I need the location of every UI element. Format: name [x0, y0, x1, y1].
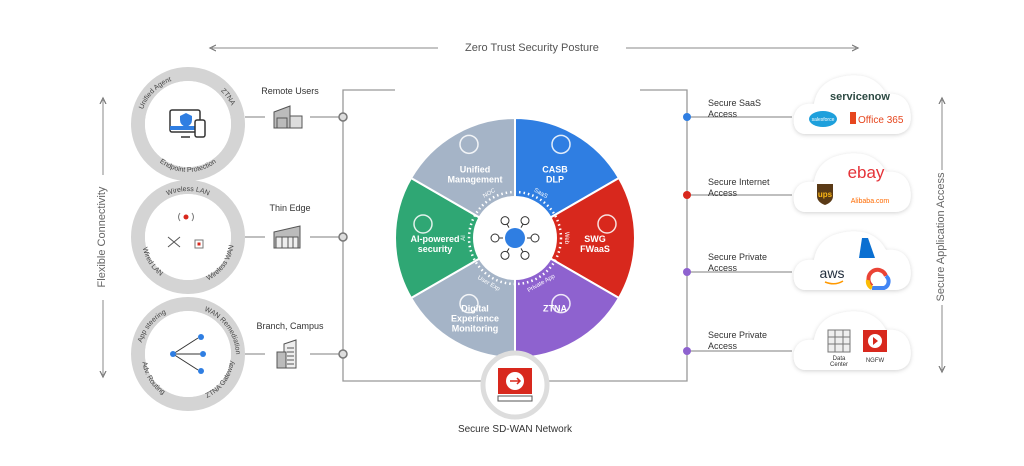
cloud-clipboard-icon	[459, 134, 479, 155]
cloud-hub-icon	[490, 216, 540, 260]
svg-text:NGFW: NGFW	[866, 358, 885, 364]
sdwan-appliance-icon	[497, 368, 533, 402]
gear-user-icon	[551, 293, 571, 314]
data-center-icon	[827, 329, 851, 353]
endpoint-devices-icon	[169, 109, 206, 138]
wheel-segment[interactable]	[394, 176, 517, 300]
data-center-label: Center	[830, 362, 848, 368]
svg-text:aws: aws	[820, 265, 845, 281]
sdwan-appliance	[480, 350, 550, 420]
node	[338, 232, 348, 242]
fire-network-icon	[597, 214, 617, 234]
house-icon	[273, 105, 303, 129]
ngfw-icon	[863, 330, 887, 352]
network-access-icon	[167, 212, 204, 249]
routing-circle: App steering WAN Remediation Adv. Routin…	[131, 297, 245, 411]
site-branch-campus: Branch, Campus	[256, 321, 324, 331]
wheel-segment-label: ZTNA	[543, 303, 567, 313]
office-building-icon	[276, 339, 297, 369]
svg-text:Alibaba.com: Alibaba.com	[851, 198, 890, 205]
cloud-private: aws	[793, 231, 911, 290]
app-clouds: servicenow salesforce Office 365 ebay up…	[793, 75, 911, 370]
ring-label: AI	[461, 235, 467, 241]
ring-label: Web	[563, 232, 569, 245]
routing-icon	[170, 334, 206, 374]
svg-text:Wireless LAN: Wireless LAN	[166, 186, 211, 197]
waveform-icon	[459, 293, 479, 314]
azure-icon	[859, 238, 875, 258]
left-circles: Unified Agent ZTNA Endpoint Protection W…	[131, 67, 245, 411]
svg-text:salesforce: salesforce	[812, 117, 835, 123]
warehouse-icon	[273, 225, 301, 249]
cloud-internet: ebay ups Alibaba.com	[793, 153, 911, 212]
site-thin-edge: Thin Edge	[269, 203, 311, 213]
svg-text:Office 365: Office 365	[858, 115, 904, 126]
svg-text:servicenow: servicenow	[830, 91, 890, 103]
endpoint-circle: Unified Agent ZTNA Endpoint Protection	[131, 67, 245, 181]
flexible-connectivity-label: Flexible Connectivity	[96, 186, 108, 288]
svg-text:ebay: ebay	[848, 163, 885, 182]
google-cloud-icon	[865, 267, 891, 290]
site-remote-users: Remote Users	[261, 86, 319, 96]
node	[338, 112, 348, 122]
shield-chip-icon	[413, 214, 433, 234]
access-label-internet: Secure Internet Access	[708, 177, 770, 198]
wheel-segment[interactable]	[513, 176, 636, 300]
cloud-saas: servicenow salesforce Office 365	[793, 75, 911, 134]
access-label-saas: Secure SaaS Access	[708, 98, 762, 119]
network-access-circle: Wireless LAN Wired LAN Wireless WAN	[131, 180, 245, 294]
secure-app-access-label: Secure Application Access	[935, 172, 947, 302]
node	[338, 349, 348, 359]
lock-gear-icon	[551, 134, 571, 155]
sdwan-label: Secure SD-WAN Network	[457, 424, 573, 435]
zero-trust-label: Zero Trust Security Posture	[465, 42, 599, 54]
svg-text:ups: ups	[818, 190, 833, 199]
access-label-private-dc: Secure Private Access	[708, 330, 768, 351]
access-label-private: Secure Private Access	[708, 252, 768, 273]
